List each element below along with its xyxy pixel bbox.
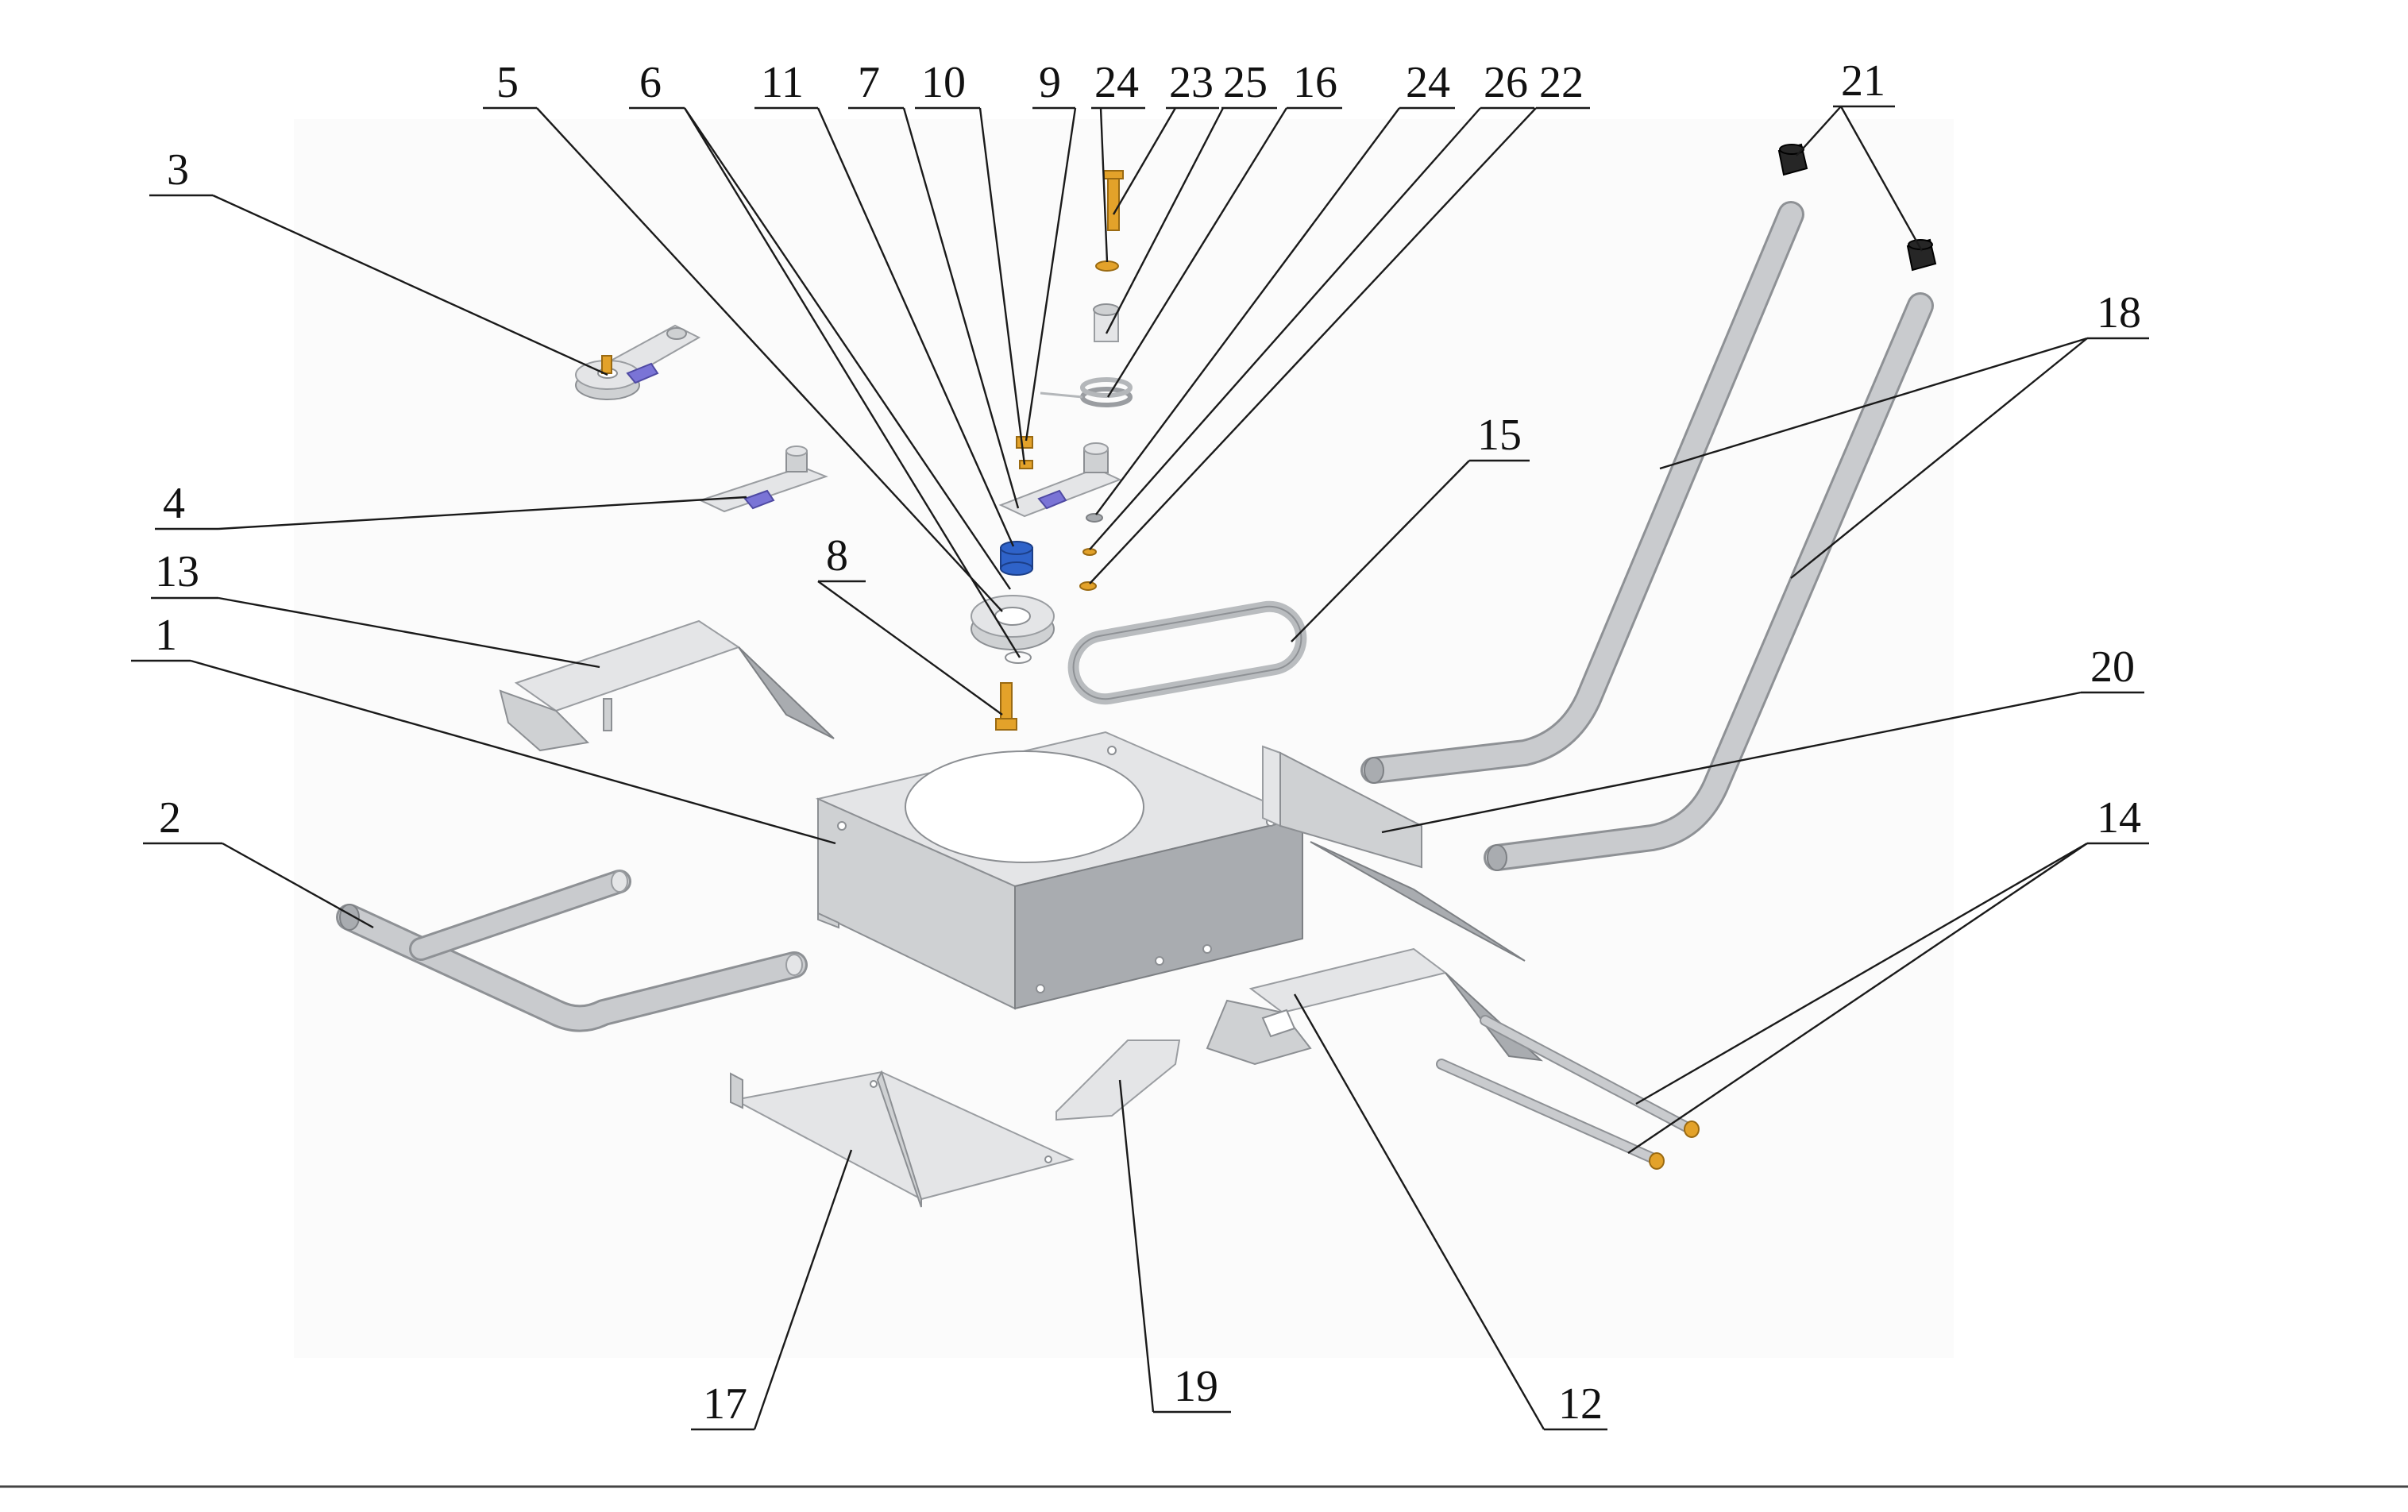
part-u-tube [336,870,808,1032]
callout-6: 6 [629,58,1021,658]
part-screw-8 [995,682,1017,731]
callout-24-top: 24 [1091,58,1145,263]
callout-9: 9 [1025,58,1077,442]
callout-label-18: 18 [2097,288,2141,338]
callout-label-4: 4 [163,479,185,528]
part-plate-20 [1262,745,1526,962]
callout-14: 14 [1627,793,2149,1154]
callout-18: 18 [1659,288,2149,579]
part-nut-22 [1079,581,1097,591]
part-handle-tubes-18 [1360,201,1934,871]
callout-label-2: 2 [159,793,181,843]
part-washer-24-top [1095,260,1119,272]
part-rods-14 [1436,1015,1700,1170]
part-plate-16 [998,442,1122,518]
callout-label-21: 21 [1841,56,1885,106]
callout-label-16: 16 [1293,58,1337,107]
callout-label-8: 8 [826,531,848,580]
callout-26: 26 [1089,58,1534,550]
callout-23: 23 [1112,58,1219,215]
callout-label-1: 1 [155,611,177,660]
part-spring-16 [1040,377,1133,407]
part-ring-5 [971,595,1055,650]
callout-20: 20 [1381,642,2144,834]
callout-22: 22 [1089,58,1590,584]
callout-8: 8 [817,531,1003,716]
part-bracket-13 [499,619,835,752]
callout-2: 2 [143,793,374,929]
callout-label-25: 25 [1223,58,1268,107]
callout-19: 19 [1118,1079,1231,1414]
callout-4: 4 [155,479,747,530]
callout-3: 3 [149,145,608,376]
callout-label-23: 23 [1169,58,1214,107]
callout-label-7: 7 [858,58,880,107]
part-washer-26 [1082,548,1097,556]
callout-24-bottom: 24 [1095,58,1455,515]
callout-15: 15 [1291,411,1530,642]
callout-label-13: 13 [155,547,199,596]
callout-7: 7 [848,58,1020,509]
callout-label-10: 10 [921,58,966,107]
part-plate-4 [698,446,828,513]
callout-label-11: 11 [761,58,804,107]
part-housing-box [815,731,1306,1010]
callout-label-19: 19 [1174,1362,1218,1411]
callout-label-20: 20 [2090,642,2135,692]
callout-label-6: 6 [639,58,662,107]
part-sheet-19 [1055,1040,1181,1121]
callout-25: 25 [1105,58,1277,334]
callout-label-5: 5 [496,58,519,107]
part-washer-6 [1005,651,1032,664]
callout-label-22: 22 [1539,58,1584,107]
part-bottom-plate-17 [730,1070,1075,1208]
callout-11: 11 [754,58,1015,547]
part-bushing-25 [1093,303,1120,342]
callout-5: 5 [483,58,1003,612]
callout-label-9: 9 [1039,58,1061,107]
callout-label-12: 12 [1558,1379,1603,1429]
callout-21: 21 [1796,56,1924,252]
callout-13: 13 [151,547,600,669]
callout-label-26: 26 [1484,58,1528,107]
callout-17: 17 [691,1149,853,1431]
part-bushing-11 [1000,541,1033,576]
callout-label-3: 3 [167,145,189,195]
callout-label-24-bottom: 24 [1406,58,1450,107]
callout-16: 16 [1106,58,1342,398]
callout-label-14: 14 [2097,793,2141,843]
callout-1: 1 [131,611,836,845]
part-washer-24-bottom [1086,513,1103,523]
callout-label-15: 15 [1477,411,1522,460]
callout-label-24-top: 24 [1094,58,1139,107]
callout-10: 10 [915,58,1026,465]
callout-12: 12 [1293,993,1607,1431]
callout-label-17: 17 [703,1379,747,1429]
